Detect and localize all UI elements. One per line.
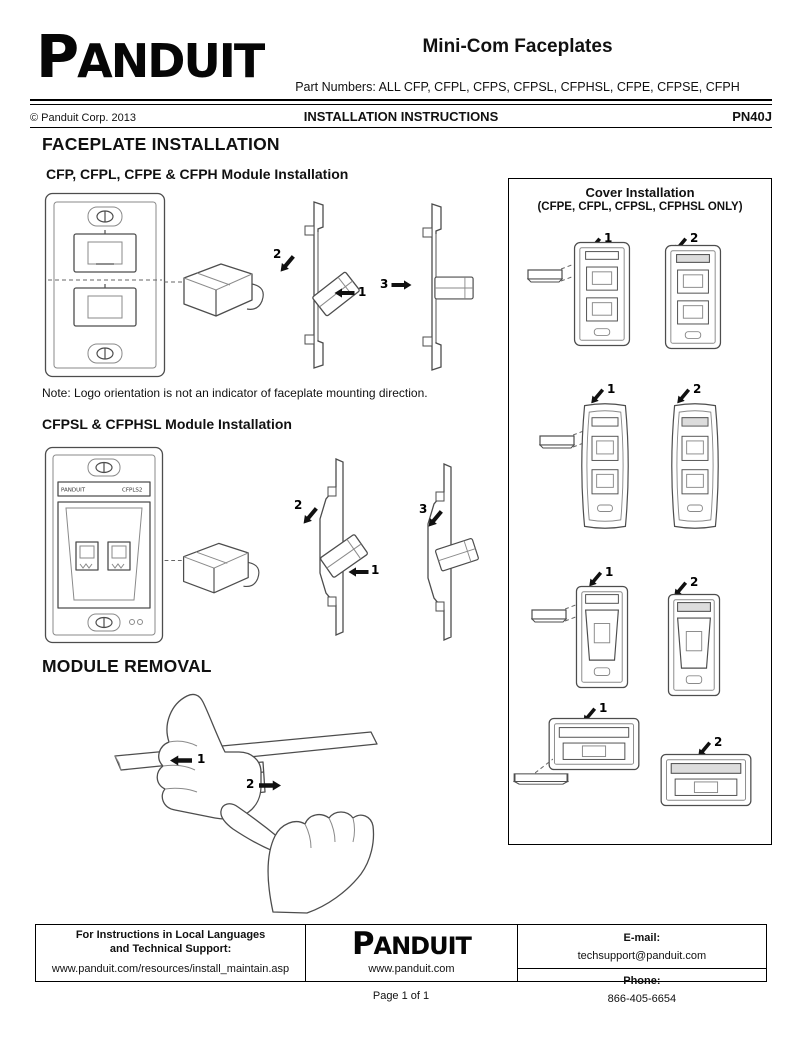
cover-strip-diagram [527,269,563,283]
step-arrow [348,567,369,577]
doc-title: Mini-Com Faceplates [422,36,613,57]
cover-panel-title: Cover Installation [585,185,695,200]
panduit-website: www.panduit.com [368,962,455,975]
sloped-side-view-seated-diagram [427,463,480,641]
step-number: 2 [294,498,303,512]
step-number: 2 [693,382,702,396]
footer-support-cell: For Instructions in Local Languages and … [36,925,307,981]
page-number: Page 1 of 1 [372,990,430,1002]
cover-strip-diagram [531,609,567,623]
flat-faceplate-cover-step2 [664,244,722,350]
step-number: 2 [690,231,699,245]
step-arrow [334,288,355,298]
step-number: 1 [604,231,613,245]
heading-faceplate-installation: FACEPLATE INSTALLATION [42,134,280,154]
step-arrow [170,755,192,766]
curved-faceplate-cover-step2 [667,401,723,531]
footer-logo-cell: PANDUIT www.panduit.com [306,925,518,981]
sloped-side-view-tilt-diagram [319,458,369,636]
footer-table: For Instructions in Local Languages and … [35,924,767,1005]
phone-label: Phone: [623,975,661,987]
strip-leader-lines [535,758,553,774]
step-number: 1 [605,565,614,579]
support-text-line2: and Technical Support: [109,942,232,955]
sloped-faceplate-cover-step2 [667,593,721,697]
faceplate-brand-label: PANDUIT [61,488,86,494]
module-jack-diagram [164,542,260,594]
cover-panel-subtitle: (CFPE, CFPL, CFPSL, CFPHSL ONLY) [537,201,743,213]
step-arrow [391,280,412,290]
step-number: 1 [371,563,380,577]
step-number: 3 [419,502,428,516]
doc-type: INSTALLATION INSTRUCTIONS [303,109,499,124]
email-address: techsupport@panduit.com [577,950,707,962]
step-arrow [259,780,281,791]
footer-contact-cell: E-mail: techsupport@panduit.com Phone: 8… [517,925,766,1005]
install-url: www.panduit.com/resources/install_mainta… [51,962,290,975]
horizontal-faceplate-cover-step1 [547,717,641,771]
module-removal-hands-diagram [114,693,378,914]
part-numbers: Part Numbers: ALL CFP, CFPL, CFPS, CFPSL… [295,80,740,94]
phone-number: 866-405-6654 [607,993,677,1005]
step-number: 2 [246,777,255,791]
subheader-divider [30,127,772,128]
sloped-faceplate-front-diagram: PANDUIT CFPLS2 [44,446,164,644]
doc-number: PN40J [732,109,772,124]
heading-module-install-sloped: CFPSL & CFPHSL Module Installation [42,416,292,432]
panduit-logo-footer: PANDUIT [351,926,472,962]
flat-faceplate-cover-step1 [573,241,631,347]
email-cell: E-mail: techsupport@panduit.com [517,925,766,969]
copyright: © Panduit Corp. 2013 [30,112,136,124]
horizontal-faceplate-cover-step2 [659,753,753,807]
heading-module-install-flat: CFP, CFPL, CFPE & CFPH Module Installati… [46,166,349,182]
email-label: E-mail: [623,932,661,944]
cover-strip-diagram [539,435,575,449]
step-number: 3 [380,277,389,291]
cover-installation-panel: Cover Installation (CFPE, CFPL, CFPSL, C… [508,178,772,845]
flat-faceplate-front-diagram [44,192,166,378]
module-jack-diagram [164,263,264,317]
step-number: 2 [273,247,282,261]
step-number: 1 [599,701,608,715]
step-number: 1 [607,382,616,396]
heading-module-removal: MODULE REMOVAL [42,656,212,676]
mounting-note: Note: Logo orientation is not an indicat… [42,386,428,400]
header-divider [30,99,772,105]
phone-cell: Phone: 866-405-6654 [518,969,766,1009]
step-number: 1 [197,752,206,766]
step-number: 1 [358,285,367,299]
sloped-faceplate-cover-step1 [575,585,629,689]
curved-faceplate-cover-step1 [577,401,633,531]
support-text-line1: For Instructions in Local Languages [75,929,266,941]
panduit-logo: PANDUIT [36,22,265,91]
step-number: 2 [714,735,723,749]
step-number: 2 [690,575,699,589]
faceplate-model-label: CFPLS2 [122,488,142,494]
info-row: © Panduit Corp. 2013 INSTALLATION INSTRU… [30,109,772,124]
